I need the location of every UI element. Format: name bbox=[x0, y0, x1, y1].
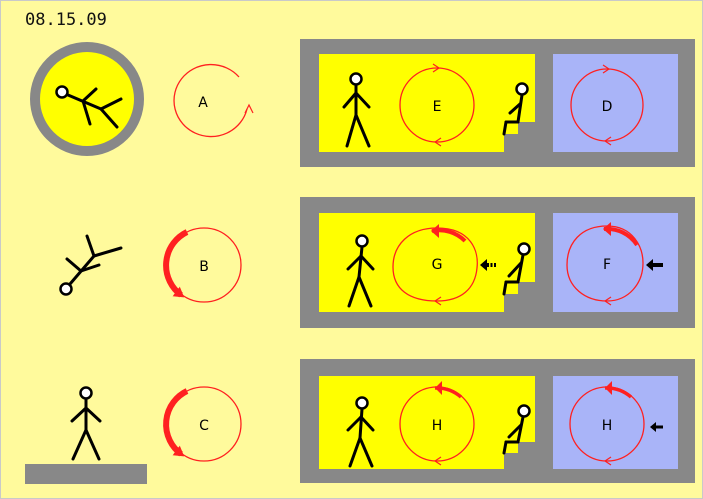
circle-c: C bbox=[163, 386, 242, 462]
circle-b: B bbox=[163, 227, 242, 303]
date-label: 08.15.09 bbox=[25, 10, 107, 30]
label-b: B bbox=[199, 259, 209, 275]
label-d: D bbox=[602, 99, 613, 115]
standing-figure-on-floor bbox=[25, 386, 147, 484]
porthole-figure bbox=[30, 42, 144, 156]
falling-stick-figure bbox=[59, 234, 123, 296]
scene-row-2: G F bbox=[300, 197, 695, 328]
label-h-left: H bbox=[432, 418, 443, 434]
label-g: G bbox=[432, 257, 443, 273]
label-a: A bbox=[198, 95, 208, 111]
tumbling-stick-figure bbox=[55, 85, 123, 129]
circle-a: A bbox=[173, 63, 254, 138]
push-arrow-icon bbox=[480, 259, 497, 271]
label-e: E bbox=[433, 99, 442, 115]
label-c: C bbox=[199, 418, 209, 434]
label-f: F bbox=[603, 257, 611, 273]
label-h-right: H bbox=[602, 418, 613, 434]
push-arrow-icon bbox=[646, 259, 663, 271]
push-arrow-icon bbox=[650, 422, 663, 432]
scene-row-3: H H bbox=[300, 359, 695, 483]
scene-row-1: E D bbox=[300, 39, 695, 167]
